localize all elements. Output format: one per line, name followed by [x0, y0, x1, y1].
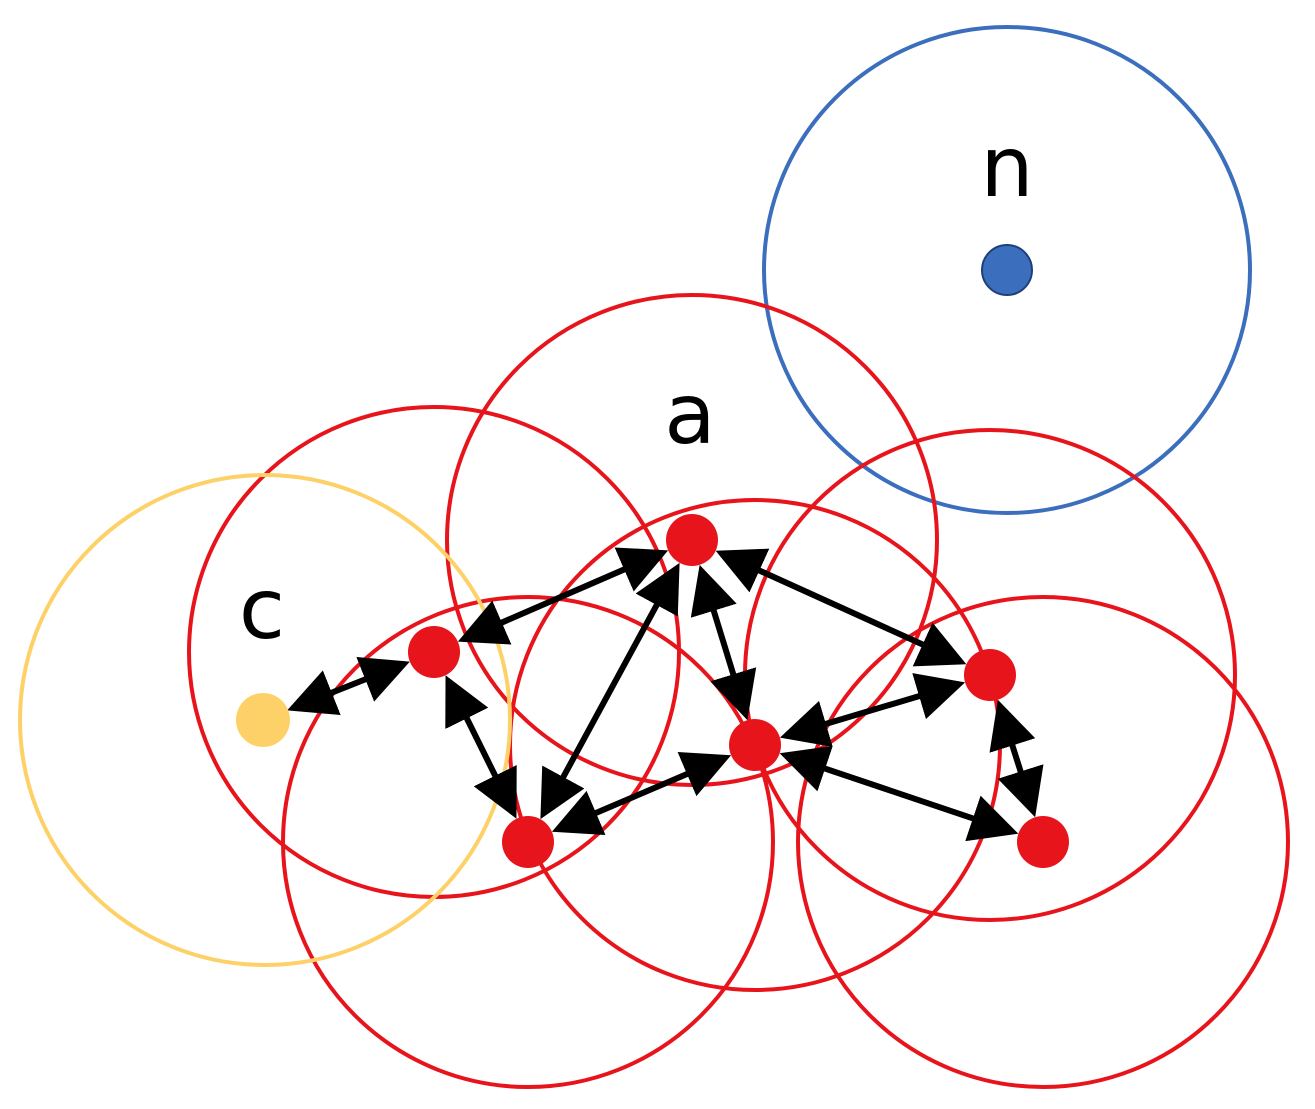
- core-point-2: [408, 626, 460, 678]
- arrow-core-1-core-3: [540, 562, 680, 820]
- noise-label: n: [980, 118, 1033, 216]
- core-point-4: [729, 719, 781, 771]
- arrow-core-1-core-2: [457, 547, 669, 645]
- noise-point: [981, 244, 1033, 296]
- border-point: [236, 693, 290, 747]
- data-points: [236, 244, 1069, 868]
- reachability-arrows: [287, 547, 1044, 842]
- core-point-1: [666, 514, 718, 566]
- noise-ring: [762, 25, 1252, 515]
- arrow-core-4-core-6: [779, 745, 1019, 842]
- core-point-5: [964, 649, 1016, 701]
- arrow-core-2-core-3: [445, 675, 517, 819]
- core-point-6: [1017, 816, 1069, 868]
- arrow-core-2-border-1: [287, 657, 410, 715]
- core-point-3: [502, 816, 554, 868]
- arrow-core-1-core-5: [715, 548, 967, 667]
- core-label: a: [664, 365, 715, 463]
- border-label: c: [239, 560, 285, 658]
- arrow-core-5-core-6: [989, 699, 1044, 818]
- arrow-core-4-core-5: [779, 673, 966, 747]
- core-ring-6: [796, 595, 1290, 1089]
- arrow-core-3-core-4: [551, 752, 732, 835]
